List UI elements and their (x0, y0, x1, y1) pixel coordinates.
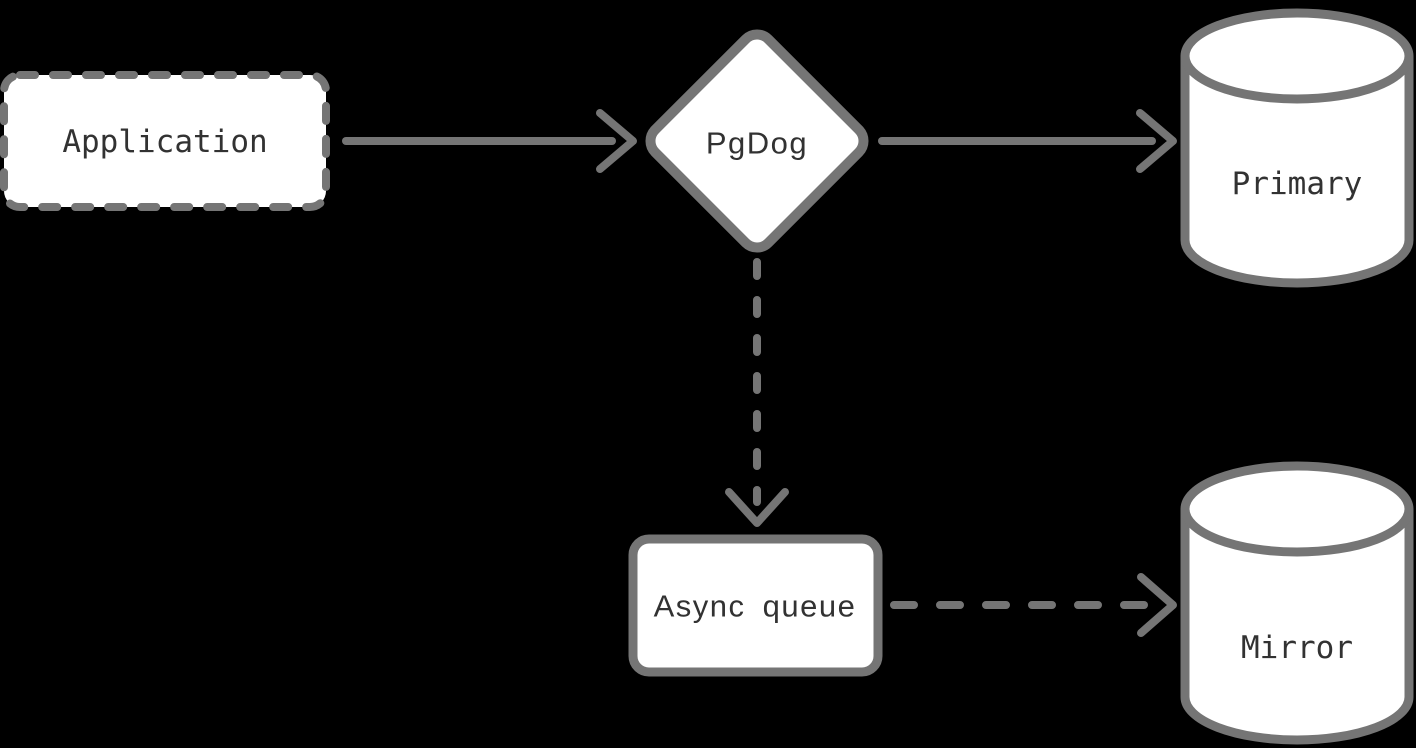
node-mirror: Mirror (1180, 461, 1414, 745)
primary-label: Primary (1232, 166, 1363, 202)
edge-async-queue-to-mirror (890, 573, 1177, 637)
pgdog-diamond (645, 29, 869, 253)
arrowhead-right-icon (596, 109, 637, 173)
node-application: Application (0, 71, 330, 211)
mirror-cylinder-top (1180, 461, 1414, 557)
application-label: Application (62, 124, 267, 160)
arrowhead-right-icon (1136, 109, 1177, 173)
node-primary: Primary (1180, 8, 1414, 288)
node-pgdog: PgDog (645, 29, 869, 253)
mirror-cylinder-body (1180, 509, 1414, 745)
primary-cylinder-top (1180, 8, 1414, 104)
pgdog-label: PgDog (706, 126, 808, 161)
arrowhead-down-icon (725, 488, 789, 527)
mirror-label: Mirror (1241, 630, 1353, 666)
edge-pgdog-to-primary (878, 109, 1177, 173)
async-queue-label: Async queue (654, 589, 857, 624)
arrowhead-right-icon (1137, 573, 1177, 637)
primary-cylinder-body (1180, 56, 1414, 288)
async-queue-box (628, 534, 883, 677)
edge-application-to-pgdog (342, 109, 637, 173)
node-async-queue: Async queue (628, 534, 883, 677)
edge-pgdog-to-async-queue (725, 258, 789, 527)
application-box (0, 71, 330, 211)
